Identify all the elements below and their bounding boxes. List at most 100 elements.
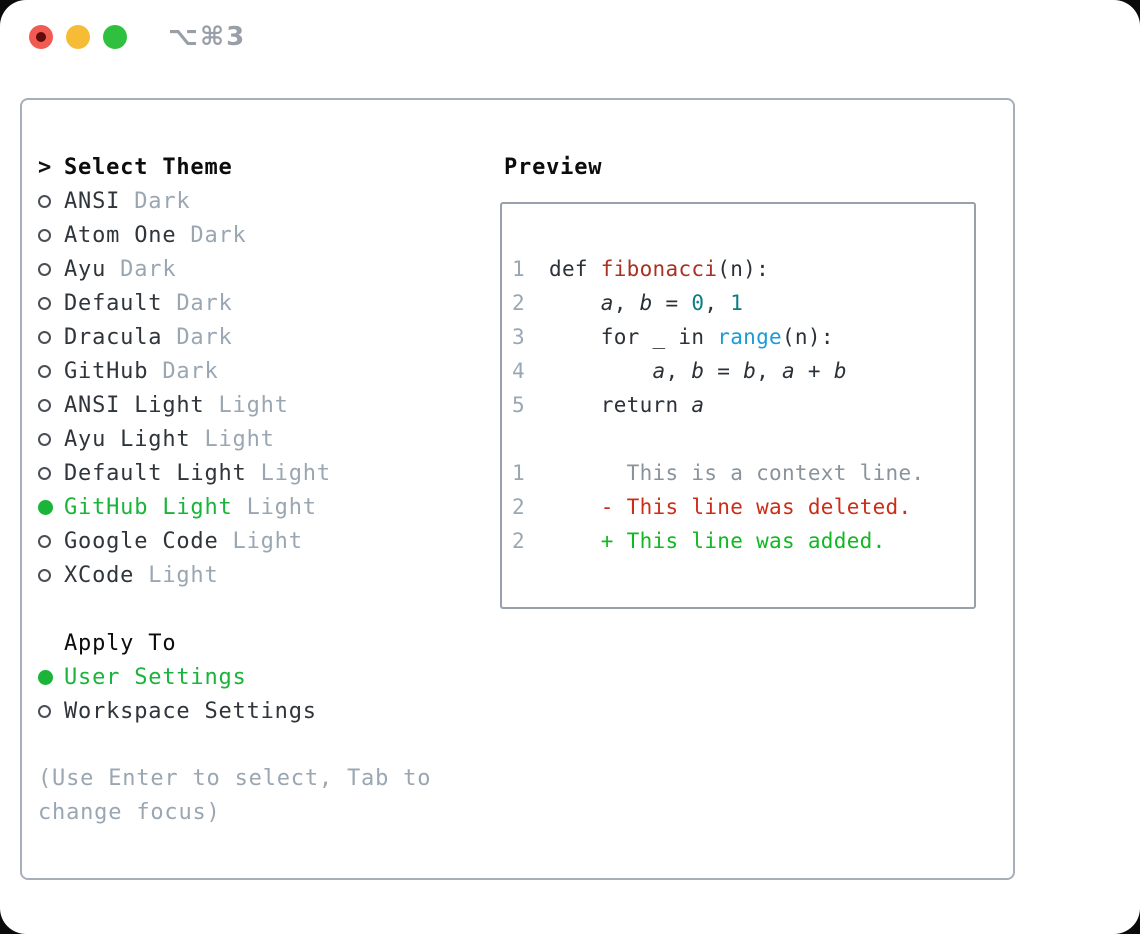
code-token: - This line was deleted. <box>549 495 912 519</box>
option-label: Dracula <box>64 324 163 350</box>
line-number: 2 <box>512 529 525 553</box>
bullet-column <box>38 194 64 208</box>
code-token: , <box>613 291 640 315</box>
option-label: GitHub <box>64 358 149 384</box>
theme-variant-label: Dark <box>176 222 247 248</box>
line-number: 5 <box>512 393 525 417</box>
option-label: Atom One <box>64 222 177 248</box>
code-token <box>549 291 601 315</box>
line-number: 2 <box>512 495 525 519</box>
prompt-icon: > <box>38 154 53 180</box>
code-token: a <box>600 291 614 315</box>
apply-option-user-settings[interactable]: User Settings <box>38 660 478 694</box>
code-token: a <box>691 393 705 417</box>
theme-option-default[interactable]: Default Dark <box>38 286 478 320</box>
help-text: (Use Enter to select, Tab to change focu… <box>38 766 432 825</box>
window-shortcut-label: ⌥⌘3 <box>168 22 247 52</box>
code-token: This is a context line. <box>549 461 925 485</box>
theme-option-xcode[interactable]: XCode Light <box>38 558 478 592</box>
preview-blank-line <box>512 422 964 456</box>
option-label: Default <box>64 290 163 316</box>
bullet-column <box>38 296 64 310</box>
preview-diff-added-line: 2 + This line was added. <box>512 524 964 558</box>
traffic-light-zoom-button[interactable] <box>103 25 127 49</box>
theme-option-ayu[interactable]: Ayu Dark <box>38 252 478 286</box>
theme-list-header: Select Theme <box>64 154 233 180</box>
option-label: ANSI <box>64 188 121 214</box>
theme-variant-label: Dark <box>162 290 233 316</box>
radio-icon <box>38 262 51 276</box>
code-token: (n): <box>717 257 770 281</box>
bullet-column <box>38 330 64 344</box>
radio-icon <box>38 364 51 378</box>
titlebar: ⌥⌘3 <box>0 0 1140 98</box>
bullet-column <box>38 499 64 515</box>
radio-icon <box>38 704 51 718</box>
apply-to-header-row: Apply To <box>38 626 478 660</box>
traffic-light-close-button[interactable] <box>29 25 53 49</box>
bullet-column <box>38 364 64 378</box>
code-token: b <box>639 291 653 315</box>
theme-option-atom-one[interactable]: Atom One Dark <box>38 218 478 252</box>
theme-variant-label: Light <box>204 392 289 418</box>
option-label: Default Light <box>64 460 247 486</box>
option-label: GitHub Light <box>64 494 233 520</box>
bullet-column <box>38 704 64 718</box>
code-token: a <box>782 359 795 383</box>
traffic-light-minimize-button[interactable] <box>66 25 90 49</box>
radio-icon <box>38 568 51 582</box>
radio-icon <box>38 398 51 412</box>
theme-option-ansi-light[interactable]: ANSI Light Light <box>38 388 478 422</box>
preview-code-line: 3 for _ in range(n): <box>512 320 964 354</box>
theme-option-dracula[interactable]: Dracula Dark <box>38 320 478 354</box>
preview-code-line: 2 a, b = 0, 1 <box>512 286 964 320</box>
radio-icon <box>38 330 51 344</box>
code-token: 1 <box>730 291 744 315</box>
theme-option-github[interactable]: GitHub Dark <box>38 354 478 388</box>
bullet-column <box>38 228 64 242</box>
option-label: Ayu Light <box>64 426 191 452</box>
apply-option-workspace-settings[interactable]: Workspace Settings <box>38 694 478 728</box>
bullet-column <box>38 466 64 480</box>
preview-diff-deleted-line: 2 - This line was deleted. <box>512 490 964 524</box>
code-token: for _ in <box>549 325 718 349</box>
theme-option-ayu-light[interactable]: Ayu Light Light <box>38 422 478 456</box>
code-token: range <box>717 325 782 349</box>
theme-variant-label: Dark <box>106 256 177 282</box>
code-token: b <box>833 359 847 383</box>
theme-option-ansi[interactable]: ANSI Dark <box>38 184 478 218</box>
code-token: 0 <box>691 291 705 315</box>
code-token <box>549 359 653 383</box>
bullet-column <box>38 398 64 412</box>
option-label: Google Code <box>64 528 219 554</box>
line-number: 1 <box>512 257 525 281</box>
theme-option-github-light[interactable]: GitHub Light Light <box>38 490 478 524</box>
theme-option-google-code[interactable]: Google Code Light <box>38 524 478 558</box>
code-token: a <box>652 359 666 383</box>
radio-icon <box>38 466 51 480</box>
theme-variant-label: Light <box>190 426 275 452</box>
option-label: Workspace Settings <box>64 698 317 724</box>
preview-header: Preview <box>504 154 603 180</box>
line-number: 3 <box>512 325 525 349</box>
option-label: XCode <box>64 562 135 588</box>
radio-icon <box>38 228 51 242</box>
theme-option-default-light[interactable]: Default Light Light <box>38 456 478 490</box>
code-token: b <box>743 359 757 383</box>
radio-selected-icon <box>38 669 53 685</box>
apply-to-header: Apply To <box>64 630 177 656</box>
code-token: = <box>704 359 744 383</box>
code-token: = <box>652 291 692 315</box>
theme-variant-label: Light <box>246 460 331 486</box>
bullet-column <box>38 568 64 582</box>
radio-icon <box>38 194 51 208</box>
preview-diff-context-line: 1 This is a context line. <box>512 456 964 490</box>
code-token: fibonacci <box>600 257 718 281</box>
unsaved-dot-icon <box>36 32 46 42</box>
bullet-column <box>38 534 64 548</box>
